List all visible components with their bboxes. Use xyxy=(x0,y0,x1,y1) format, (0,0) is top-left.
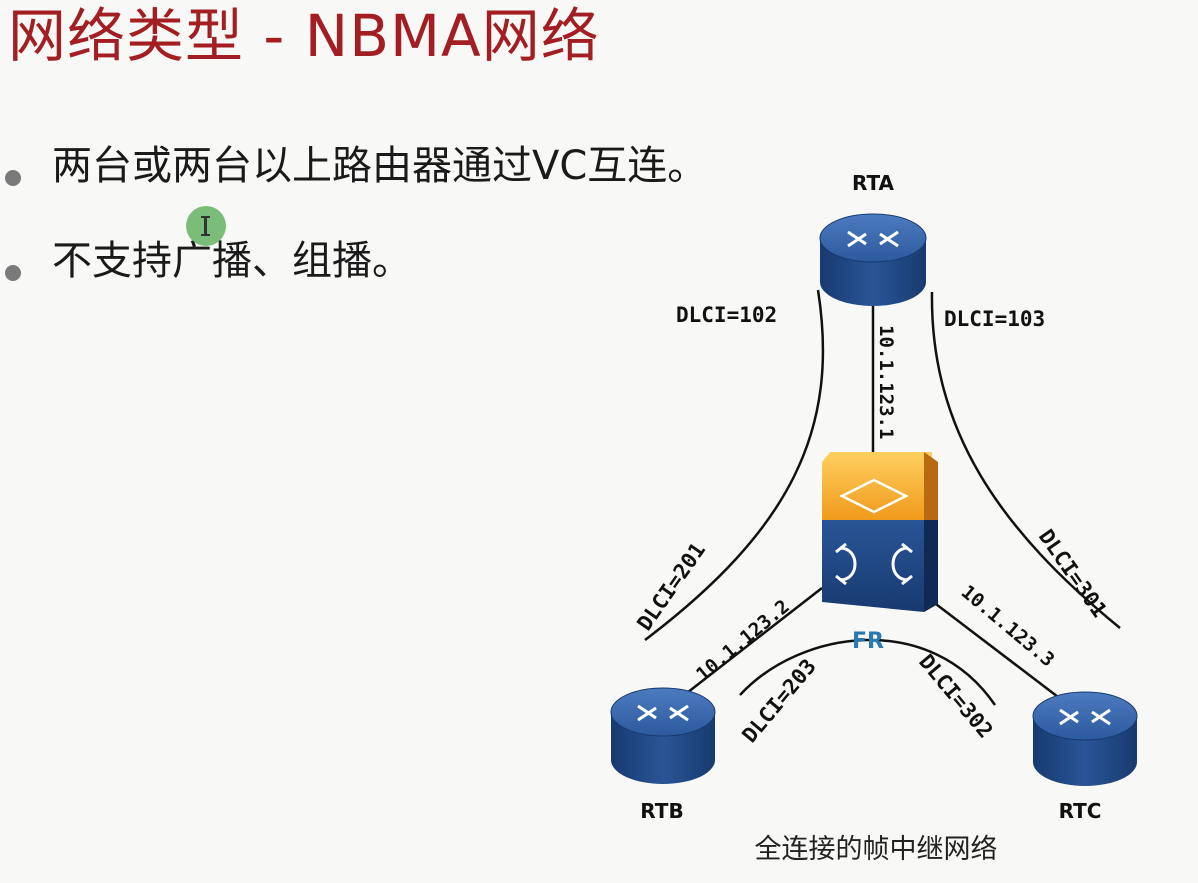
bullet-text: 两台或两台以上路由器通过VC互连。 xyxy=(52,143,708,189)
link-rtc-fr xyxy=(927,597,1063,701)
frame-relay-diamond-icon xyxy=(839,478,909,514)
link-rtb-fr xyxy=(664,587,823,711)
router-rta xyxy=(819,213,927,306)
diagram-caption: 全连接的帧中继网络 xyxy=(755,834,998,865)
switch-arrows-icon xyxy=(835,542,913,586)
router-name-rtb: RTB xyxy=(640,799,683,823)
link-rta-rtb xyxy=(644,289,825,641)
bullet-dot-icon xyxy=(5,265,21,281)
dlci-label-302: DLCI=302 xyxy=(914,650,997,743)
router-arrows-icon xyxy=(847,230,899,248)
slide-title: 网络类型 - NBMA网络 xyxy=(8,2,600,70)
router-arrows-icon xyxy=(637,704,689,722)
text-cursor-icon xyxy=(186,206,226,246)
router-rtc xyxy=(1032,691,1138,786)
link-rta-rtc xyxy=(930,291,1121,629)
dlci-label-301: DLCI=301 xyxy=(1034,525,1112,622)
link-rtb-rtc xyxy=(739,638,997,706)
dlci-label-103: DLCI=103 xyxy=(944,307,1045,331)
links xyxy=(644,289,1121,711)
switch-name-fr: FR xyxy=(852,629,884,654)
bullet-dot-icon xyxy=(5,170,21,186)
ip-label-rta: 10.1.123.1 xyxy=(875,325,897,439)
dlci-label-203: DLCI=203 xyxy=(737,654,820,747)
router-arrows-icon xyxy=(1059,708,1111,726)
router-rtb xyxy=(610,687,716,784)
ip-label-rtb: 10.1.123.2 xyxy=(692,595,794,685)
router-name-rtc: RTC xyxy=(1059,799,1102,823)
dlci-label-102: DLCI=102 xyxy=(676,303,777,327)
fr-switch xyxy=(822,452,938,612)
router-name-rta: RTA xyxy=(852,171,895,195)
bullet-text: 不支持广播、组播。 xyxy=(52,238,412,284)
